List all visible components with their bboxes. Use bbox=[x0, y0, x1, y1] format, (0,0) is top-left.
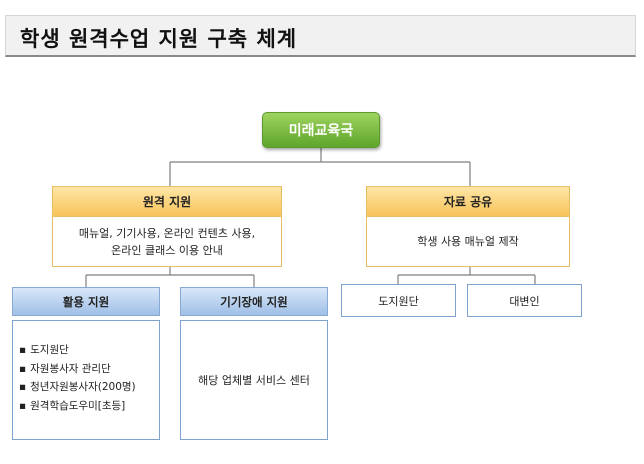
device-support-header: 기기장애 지원 bbox=[180, 287, 328, 316]
utilization-list: 도지원단 자원봉사자 관리단 청년자원봉사자(200명) 원격학습도우미[초등] bbox=[19, 341, 136, 415]
list-item: 자원봉사자 관리단 bbox=[19, 360, 136, 379]
list-item: 도지원단 bbox=[19, 341, 136, 360]
utilization-support-body: 도지원단 자원봉사자 관리단 청년자원봉사자(200명) 원격학습도우미[초등] bbox=[12, 320, 160, 440]
remote-support-header: 원격 지원 bbox=[52, 186, 282, 217]
remote-support-body: 매뉴얼, 기기사용, 온라인 컨텐츠 사용, 온라인 클래스 이용 안내 bbox=[52, 217, 282, 267]
sharing-leaf-support-team: 도지원단 bbox=[341, 284, 456, 317]
remote-support-line: 온라인 클래스 이용 안내 bbox=[111, 243, 223, 257]
title-bar: 학생 원격수업 지원 구축 체계 bbox=[5, 15, 636, 57]
page-title: 학생 원격수업 지원 구축 체계 bbox=[20, 27, 298, 51]
sharing-leaf-spokesperson: 대변인 bbox=[467, 284, 582, 317]
list-item: 청년자원봉사자(200명) bbox=[19, 378, 136, 397]
resource-sharing-body: 학생 사용 매뉴얼 제작 bbox=[366, 217, 570, 267]
resource-sharing-header: 자료 공유 bbox=[366, 186, 570, 217]
list-item: 원격학습도우미[초등] bbox=[19, 397, 136, 416]
remote-support-line: 매뉴얼, 기기사용, 온라인 컨텐츠 사용, bbox=[78, 226, 256, 240]
utilization-support-header: 활용 지원 bbox=[12, 287, 160, 316]
device-support-body: 해당 업체별 서비스 센터 bbox=[180, 320, 328, 440]
root-node: 미래교육국 bbox=[262, 112, 380, 148]
